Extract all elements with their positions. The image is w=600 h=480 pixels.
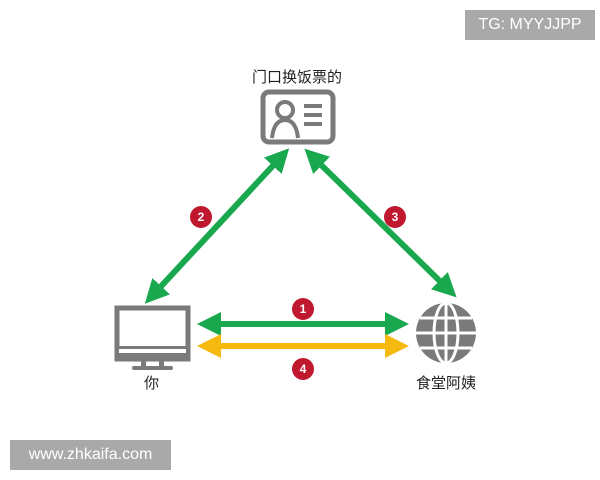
arrow-step-3 — [304, 148, 457, 298]
id-card-icon — [260, 89, 336, 145]
watermark-top-right: TG: MYYJJPP — [465, 10, 595, 40]
step-badge-3: 3 — [384, 206, 406, 228]
node-label-you: 你 — [144, 374, 160, 392]
step-badge-4: 4 — [292, 358, 314, 380]
node-label-id-card: 门口换饭票的 — [252, 68, 343, 86]
arrow-step-2 — [144, 148, 290, 304]
node-label-canteen: 食堂阿姨 — [416, 374, 477, 392]
monitor-icon — [114, 305, 191, 370]
globe-icon — [416, 301, 476, 365]
step-badge-1: 1 — [292, 298, 314, 320]
watermark-bottom-left: www.zhkaifa.com — [10, 440, 171, 470]
step-badge-2: 2 — [190, 206, 212, 228]
